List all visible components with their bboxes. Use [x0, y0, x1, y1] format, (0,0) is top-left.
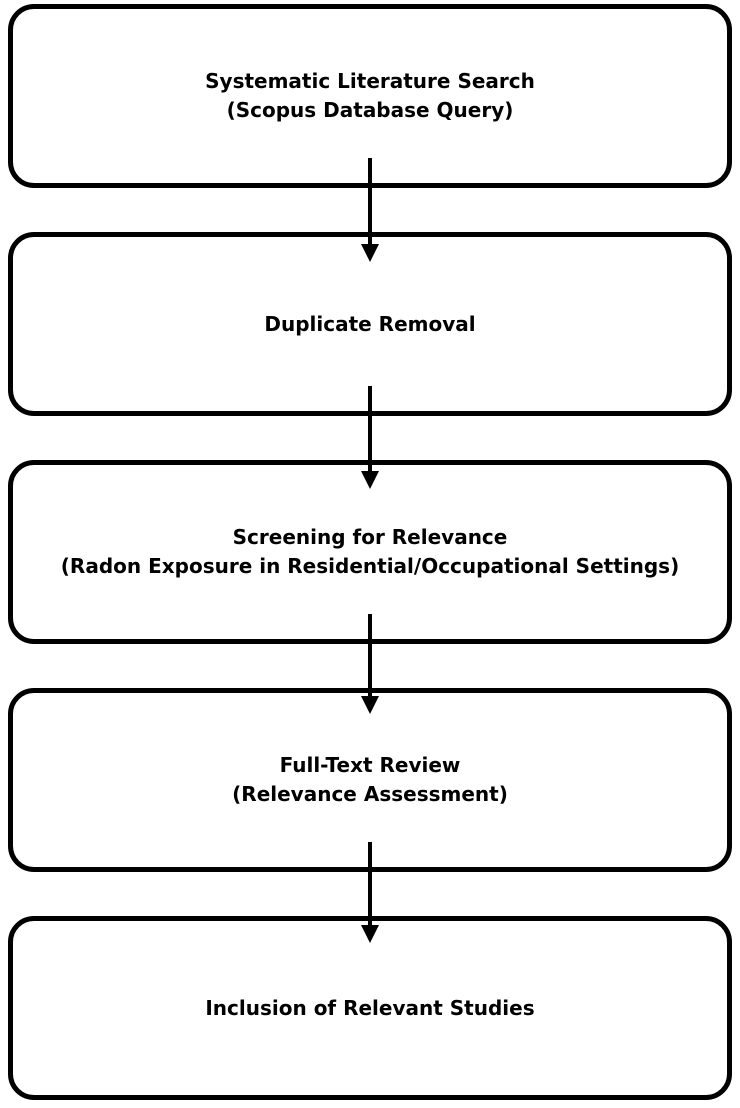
node-text-line: (Radon Exposure in Residential/Occupatio… — [60, 554, 680, 578]
node-text-line: Inclusion of Relevant Studies — [205, 995, 535, 1020]
flow-node-screening-for-relevance: Screening for Relevance (Radon Exposure … — [8, 460, 732, 644]
node-label: Systematic Literature Search (Scopus Dat… — [205, 67, 535, 125]
node-text-line: Duplicate Removal — [264, 311, 476, 336]
node-text-line: (Scopus Database Query) — [226, 98, 514, 122]
flow-node-inclusion-of-relevant-studies: Inclusion of Relevant Studies — [8, 916, 732, 1100]
node-label: Duplicate Removal — [264, 310, 475, 339]
node-label: Screening for Relevance (Radon Exposure … — [61, 523, 679, 581]
node-label: Inclusion of Relevant Studies — [205, 994, 534, 1023]
flow-node-duplicate-removal: Duplicate Removal — [8, 232, 732, 416]
node-text-line: (Relevance Assessment) — [232, 782, 508, 806]
node-text-line: Systematic Literature Search — [205, 69, 535, 93]
flow-node-full-text-review: Full-Text Review (Relevance Assessment) — [8, 688, 732, 872]
node-label: Full-Text Review (Relevance Assessment) — [232, 751, 508, 809]
node-text-line: Full-Text Review — [279, 753, 461, 777]
flow-node-systematic-literature-search: Systematic Literature Search (Scopus Dat… — [8, 4, 732, 188]
node-text-line: Screening for Relevance — [232, 525, 508, 549]
